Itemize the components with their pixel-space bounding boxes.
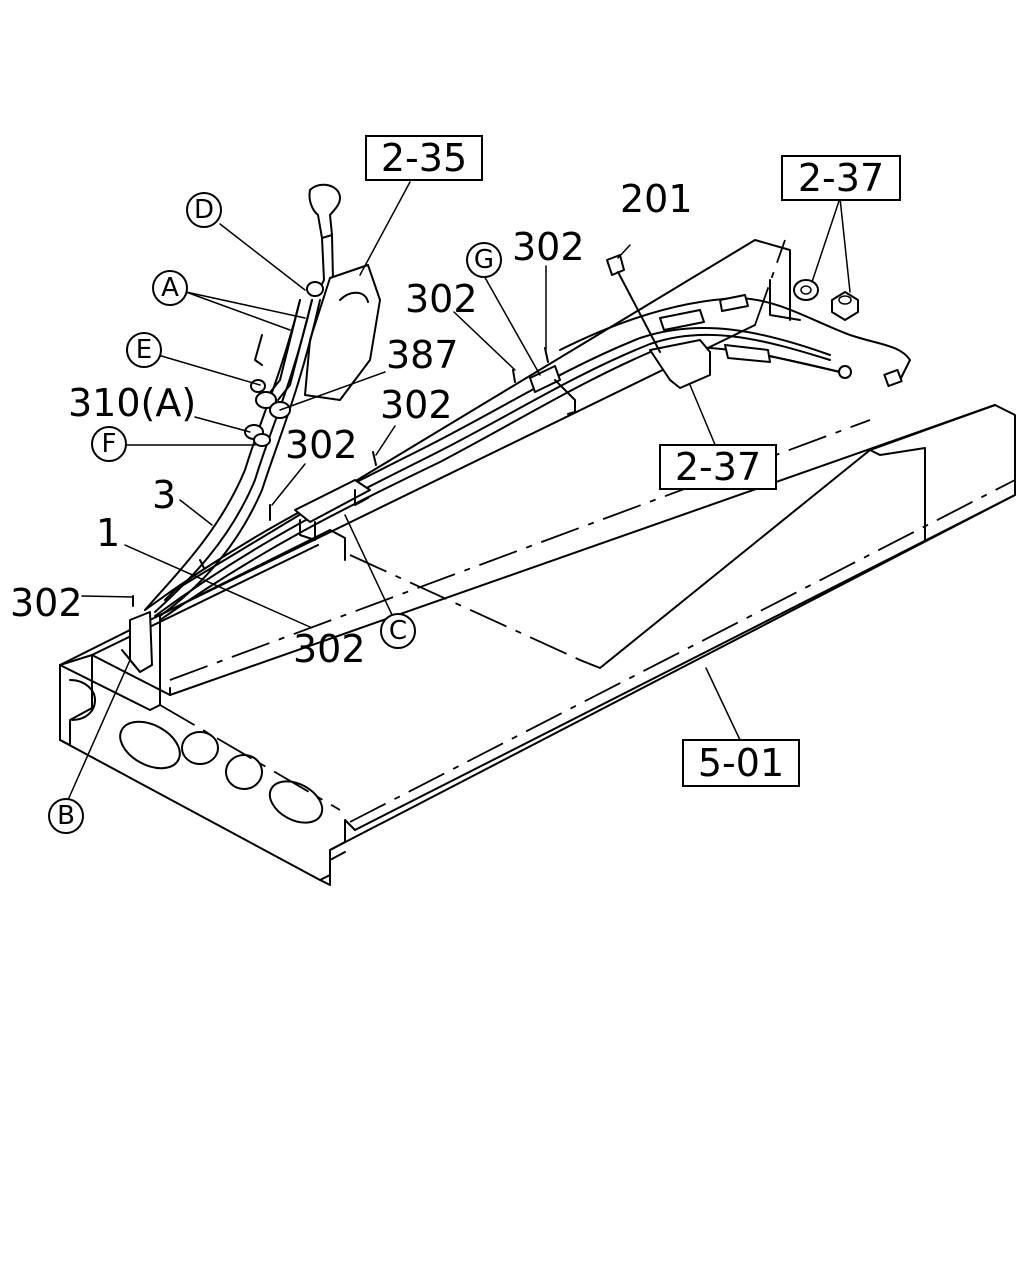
- ref-box-2-35[interactable]: 2-35: [365, 135, 483, 181]
- ref-box-2-35-label: 2-35: [381, 136, 467, 180]
- ref-box-5-01[interactable]: 5-01: [682, 739, 800, 787]
- circle-label-d: D: [186, 192, 222, 228]
- control-cables: [144, 294, 911, 621]
- part-label-387: 387: [386, 333, 459, 377]
- svg-text:C: C: [389, 616, 407, 646]
- ref-box-2-37-top[interactable]: 2-37: [781, 155, 901, 201]
- circle-label-g: G: [466, 242, 502, 278]
- part-label-302-upper: 302: [405, 277, 478, 321]
- part-label-302-center: 302: [285, 423, 358, 467]
- part-label-302-lower: 302: [293, 627, 366, 671]
- circle-label-e: E: [126, 332, 162, 368]
- ref-box-2-37-mid[interactable]: 2-37: [659, 444, 777, 490]
- ref-box-5-01-label: 5-01: [698, 741, 784, 785]
- part-label-302-mid: 302: [380, 383, 453, 427]
- ref-box-2-37-top-label: 2-37: [798, 156, 884, 200]
- svg-text:F: F: [102, 429, 117, 459]
- ref-box-2-37-mid-label: 2-37: [675, 445, 761, 489]
- svg-text:D: D: [194, 195, 214, 225]
- svg-text:B: B: [57, 801, 75, 831]
- part-label-1: 1: [96, 511, 120, 555]
- part-label-3: 3: [152, 473, 176, 517]
- part-label-302-g: 302: [512, 225, 585, 269]
- leader-lines: [67, 181, 851, 801]
- svg-text:E: E: [136, 335, 152, 365]
- circle-label-f: F: [91, 426, 127, 462]
- circle-label-c: C: [380, 613, 416, 649]
- circle-label-a: A: [152, 270, 188, 306]
- part-label-201: 201: [620, 177, 693, 221]
- part-label-302-left: 302: [10, 581, 83, 625]
- circle-label-b: B: [48, 798, 84, 834]
- svg-text:G: G: [474, 245, 494, 275]
- svg-text:A: A: [161, 273, 179, 303]
- part-label-310a: 310(A): [68, 381, 196, 425]
